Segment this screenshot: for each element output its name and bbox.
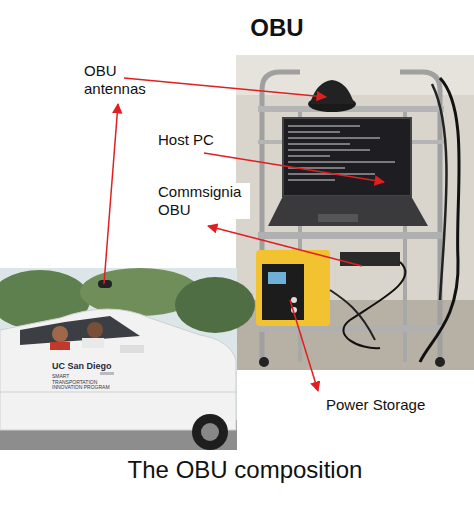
diagram-title: OBU — [227, 14, 327, 43]
callout-label: Power Storage — [326, 396, 425, 414]
leader-line — [104, 104, 118, 284]
leader-lines — [104, 78, 384, 391]
car-photo — [0, 268, 255, 450]
door-text: SMART TRANSPORTATION INNOVATION PROGRAM — [52, 374, 114, 391]
leader-line — [124, 78, 326, 97]
callout-label: Host PC — [158, 131, 214, 149]
cart-photo — [236, 55, 474, 370]
leader-line — [208, 226, 362, 266]
leader-line — [290, 300, 318, 391]
door-text: UC San Diego — [52, 362, 112, 371]
callout-label: OBU antennas — [84, 62, 162, 98]
diagram-caption: The OBU composition — [20, 456, 470, 485]
leader-line — [204, 153, 384, 182]
callout-label: Commsignia OBU — [158, 183, 250, 219]
